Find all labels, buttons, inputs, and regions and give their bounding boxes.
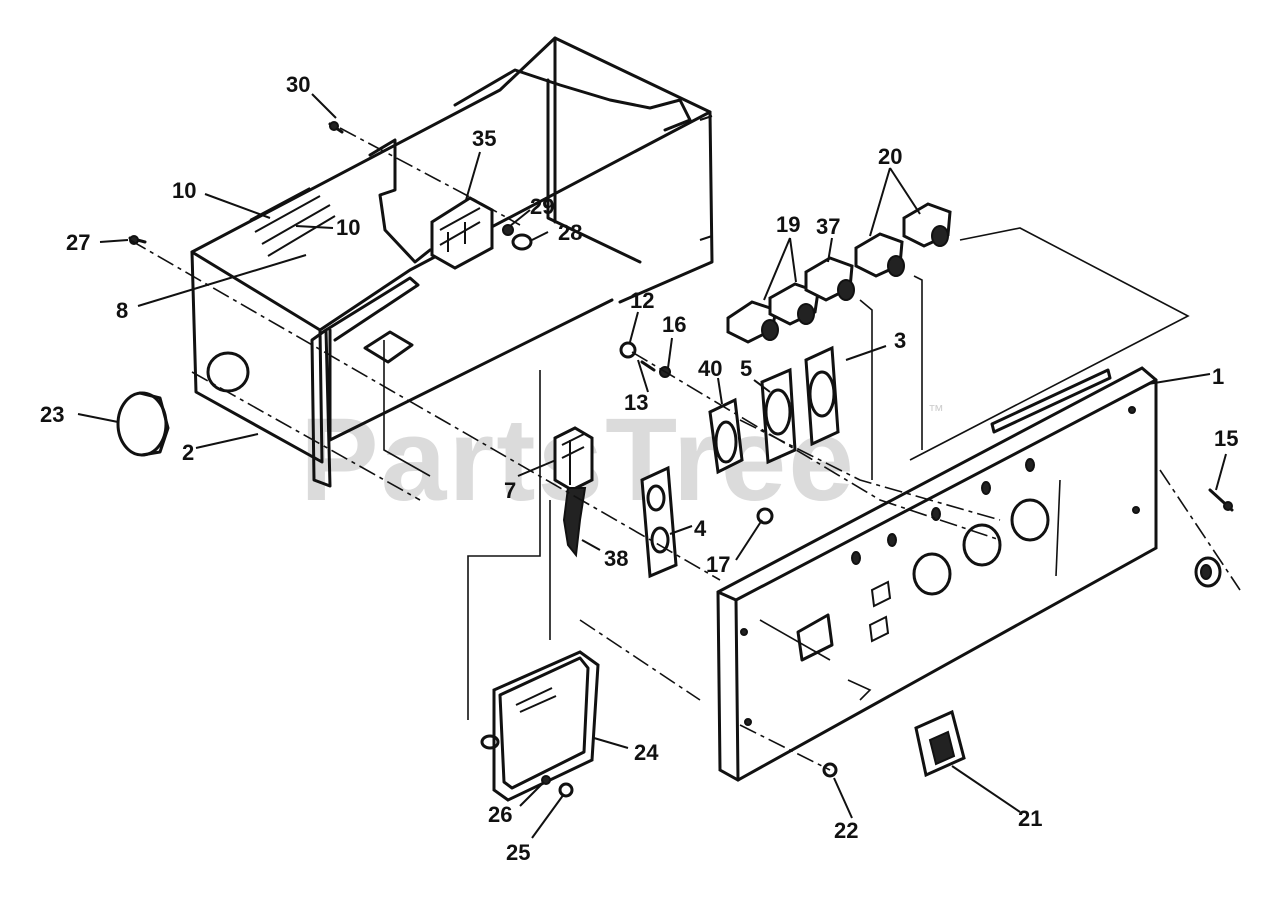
terminal-block-35[interactable] <box>430 196 494 270</box>
callout-2[interactable]: 2 <box>182 440 194 465</box>
front-panel[interactable] <box>716 366 1158 782</box>
receptacle-37[interactable] <box>804 256 855 302</box>
receptacle-20a[interactable] <box>854 232 905 278</box>
screw-30[interactable] <box>328 121 344 134</box>
callout-16[interactable]: 16 <box>662 312 686 337</box>
outlet-5[interactable] <box>760 367 797 465</box>
callout-12[interactable]: 12 <box>630 288 654 313</box>
wire-lines <box>383 227 1190 720</box>
control-box-housing[interactable] <box>190 36 714 488</box>
callouts: 30 35 10 10 29 28 27 8 23 2 20 19 37 12 … <box>40 72 1238 865</box>
plug-cap-23[interactable] <box>116 391 170 457</box>
callout-5[interactable]: 5 <box>740 356 752 381</box>
watermark: PartsTree ™ <box>300 394 944 526</box>
washer-26[interactable] <box>541 775 551 785</box>
callout-37[interactable]: 37 <box>816 214 840 239</box>
nut-29[interactable] <box>502 224 514 236</box>
callout-17[interactable]: 17 <box>706 552 730 577</box>
callout-24[interactable]: 24 <box>634 740 659 765</box>
screw-15[interactable] <box>1208 488 1234 512</box>
callout-23[interactable]: 23 <box>40 402 64 427</box>
receptacle-19b[interactable] <box>768 282 820 326</box>
callout-22[interactable]: 22 <box>834 818 858 843</box>
callout-27[interactable]: 27 <box>66 230 90 255</box>
callout-4[interactable]: 4 <box>694 516 707 541</box>
callout-3[interactable]: 3 <box>894 328 906 353</box>
screw-27[interactable] <box>128 235 147 245</box>
nut-17[interactable] <box>756 507 774 525</box>
callout-29[interactable]: 29 <box>530 194 554 219</box>
washer-28[interactable] <box>511 233 533 251</box>
nut-25[interactable] <box>558 782 574 798</box>
connector-7[interactable] <box>553 426 594 492</box>
wire-harness-38[interactable] <box>562 487 587 558</box>
cover-plate-24[interactable] <box>480 650 600 802</box>
callout-19[interactable]: 19 <box>776 212 800 237</box>
callout-21[interactable]: 21 <box>1018 806 1042 831</box>
screw-13[interactable] <box>640 360 656 372</box>
callout-15[interactable]: 15 <box>1214 426 1238 451</box>
callout-13[interactable]: 13 <box>624 390 648 415</box>
outlet-3[interactable] <box>804 345 840 447</box>
callout-25[interactable]: 25 <box>506 840 530 865</box>
nut-12[interactable] <box>619 341 637 359</box>
outlet-40[interactable] <box>708 397 744 475</box>
receptacle-19a[interactable] <box>726 300 779 344</box>
callout-30[interactable]: 30 <box>286 72 310 97</box>
callout-10-lower[interactable]: 10 <box>336 215 360 240</box>
callout-7[interactable]: 7 <box>504 478 516 503</box>
callout-1[interactable]: 1 <box>1212 364 1224 389</box>
alignment-lines <box>129 127 1241 771</box>
watermark-trademark: ™ <box>928 403 944 420</box>
callout-40[interactable]: 40 <box>698 356 722 381</box>
receptacle-20b[interactable] <box>902 202 952 248</box>
callout-38[interactable]: 38 <box>604 546 628 571</box>
callout-20[interactable]: 20 <box>878 144 902 169</box>
callout-26[interactable]: 26 <box>488 802 512 827</box>
leader-lines <box>77 93 1227 839</box>
callout-35[interactable]: 35 <box>472 126 496 151</box>
grommet[interactable] <box>1194 556 1222 588</box>
switch-21[interactable] <box>914 709 966 778</box>
callout-28[interactable]: 28 <box>558 220 582 245</box>
callout-8[interactable]: 8 <box>116 298 128 323</box>
callout-10-upper[interactable]: 10 <box>172 178 196 203</box>
